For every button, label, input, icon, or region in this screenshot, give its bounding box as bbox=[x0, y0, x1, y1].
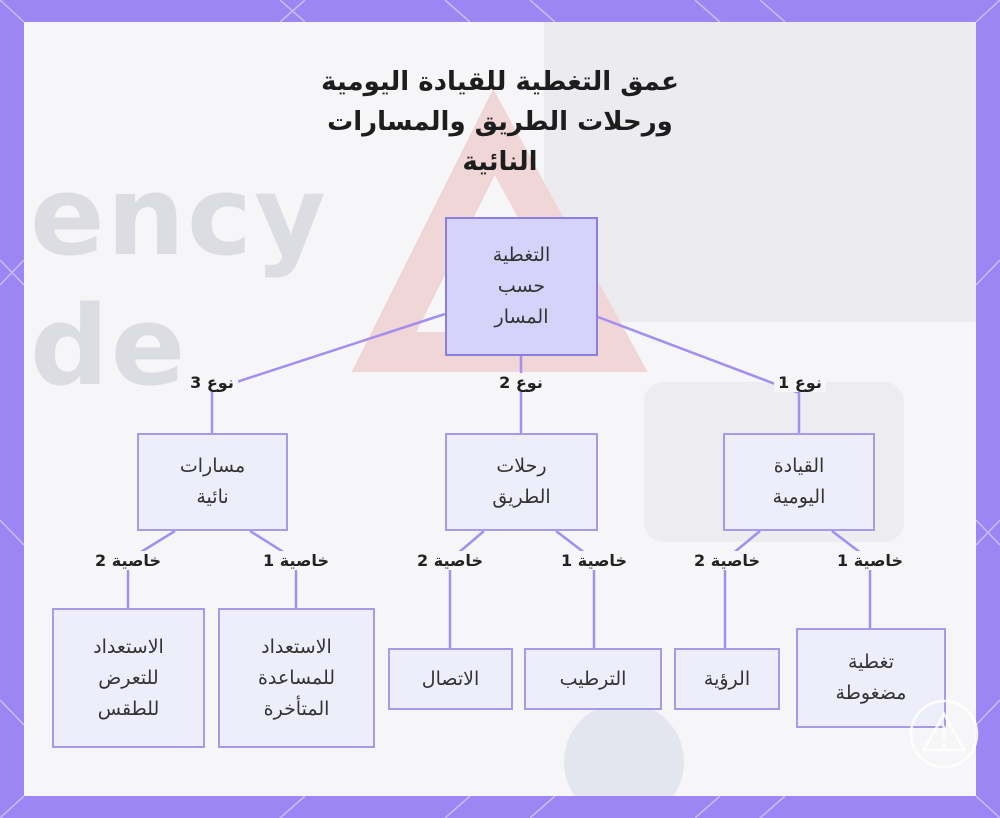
node-text: للطقس bbox=[97, 697, 160, 720]
node-text: المسار bbox=[494, 306, 549, 328]
background-watermark-text: ency bbox=[30, 152, 328, 280]
connector-root-type3 bbox=[210, 312, 446, 433]
feature-node-hydration: الترطيب bbox=[524, 648, 662, 710]
node-text: للمساعدة bbox=[257, 666, 336, 689]
background-watermark-text: de bbox=[30, 282, 188, 410]
feature-node-weather-exposure: الاستعداد للتعرض للطقس bbox=[52, 608, 205, 748]
type-node-daily-driving: القيادة اليومية bbox=[723, 433, 875, 531]
node-text: حسب bbox=[497, 275, 546, 297]
edge-label-feature: خاصية 1 bbox=[259, 551, 333, 570]
title-line: ورحلات الطريق والمسارات bbox=[327, 107, 673, 137]
node-text: للتعرض bbox=[98, 666, 159, 689]
connector-type2-feature2 bbox=[448, 530, 485, 648]
node-text: رحلات bbox=[496, 455, 547, 477]
connector-root-type1 bbox=[597, 315, 801, 433]
node-text: التغطية bbox=[492, 244, 551, 266]
node-text: اليومية bbox=[772, 486, 826, 508]
edge-label-feature: خاصية 1 bbox=[833, 551, 907, 570]
node-text: الرؤية bbox=[703, 667, 751, 690]
node-text: الاستعداد bbox=[93, 635, 164, 658]
connector-type1-feature2 bbox=[723, 530, 761, 648]
feature-node-delayed-assistance: الاستعداد للمساعدة المتأخرة bbox=[218, 608, 375, 748]
node-text: مسارات bbox=[179, 455, 246, 477]
edge-label-feature: خاصية 2 bbox=[413, 551, 487, 570]
node-text: الطريق bbox=[492, 486, 551, 508]
type-node-remote-routes: مسارات نائية bbox=[137, 433, 288, 531]
connector-type1-feature1 bbox=[831, 530, 872, 628]
feature-node-communication: الاتصال bbox=[388, 648, 513, 710]
title-line: عمق التغطية للقيادة اليومية bbox=[321, 67, 679, 97]
type-node-road-trips: رحلات الطريق bbox=[445, 433, 598, 531]
page-title: عمق التغطية للقيادة اليومية ورحلات الطري… bbox=[190, 62, 810, 182]
node-text: القيادة bbox=[773, 455, 825, 477]
node-text: الاتصال bbox=[421, 667, 480, 690]
node-text: نائية bbox=[196, 486, 229, 508]
warning-triangle-icon bbox=[909, 699, 979, 769]
title-line: النائية bbox=[462, 147, 538, 177]
edge-label-feature: خاصية 2 bbox=[690, 551, 764, 570]
root-node: التغطية حسب المسار bbox=[445, 217, 598, 356]
node-text: مضغوطة bbox=[835, 682, 907, 704]
connector-type2-feature1 bbox=[555, 530, 596, 648]
edge-label-feature: خاصية 1 bbox=[557, 551, 631, 570]
node-text: تغطية bbox=[848, 651, 894, 673]
edge-label-type3: نوع 3 bbox=[186, 373, 238, 392]
node-text: المتأخرة bbox=[263, 697, 330, 720]
node-text: الترطيب bbox=[559, 667, 627, 690]
edge-label-feature: خاصية 2 bbox=[91, 551, 165, 570]
edge-label-type2: نوع 2 bbox=[495, 373, 547, 392]
edge-label-type1: نوع 1 bbox=[774, 373, 826, 392]
node-text: الاستعداد bbox=[261, 635, 332, 658]
feature-node-visibility: الرؤية bbox=[674, 648, 780, 710]
